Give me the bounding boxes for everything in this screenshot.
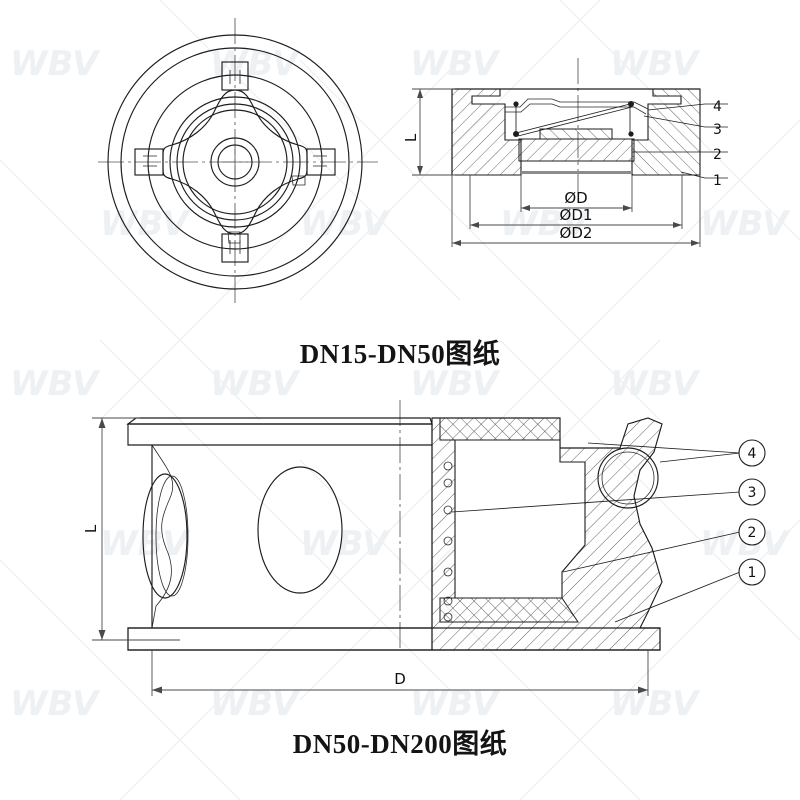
plan-slot-west-ticks: [143, 155, 157, 167]
section-small-body-left: [451, 88, 522, 176]
section-small-disc-boss: [539, 128, 613, 140]
section-large-barrel-bottom: [127, 627, 433, 651]
caption-dn50-dn200: DN50-DN200图纸: [292, 729, 508, 759]
section-large-port-left: [142, 473, 188, 599]
section-large-seat: [439, 597, 579, 623]
callout-label-3-large: 3: [748, 485, 757, 501]
section-small-pivot-left: [513, 131, 519, 137]
dimension-L-large: L: [82, 417, 180, 641]
front-plan-view: [98, 18, 378, 305]
section-large-port-center: [257, 466, 343, 594]
section-large-barrel-top: [127, 423, 433, 446]
dimension-label-OD1: ØD1: [560, 206, 593, 224]
dimension-label-L-large: L: [82, 524, 100, 533]
callout-label-1-small: 1: [713, 173, 722, 189]
dimension-label-D: D: [394, 670, 406, 688]
section-large-barrel-top-lip: [126, 417, 433, 425]
section-small-body-right: [631, 88, 701, 176]
callout-label-4-small: 4: [713, 99, 722, 115]
section-small-gasket: [521, 171, 632, 174]
section-small-pivot-top-left: [513, 101, 519, 107]
caption-dn15-dn50: DN15-DN50图纸: [299, 339, 501, 369]
dimension-label-OD: ØD: [564, 189, 587, 207]
section-large-barrel-body: [151, 445, 433, 628]
section-small-pivot-right: [628, 101, 634, 107]
callout-label-2-large: 2: [748, 525, 757, 541]
cross-section-dn15-dn50: L ØD ØD1: [402, 58, 728, 247]
callout-label-3-small: 3: [713, 122, 722, 138]
section-small-disc: [518, 138, 635, 162]
section-large-break-line: [151, 444, 174, 629]
dimension-label-OD2: ØD2: [560, 224, 593, 242]
dimension-label-L-small: L: [402, 133, 420, 142]
callout-label-4-large: 4: [748, 446, 757, 462]
section-large-seat-upper: [439, 417, 561, 441]
callout-label-2-small: 2: [713, 147, 722, 163]
section-large-port-left-inner: [155, 475, 189, 597]
callout-label-1-large: 1: [748, 565, 757, 581]
plan-slot-east-ticks: [313, 155, 327, 167]
dimension-L-small: L: [402, 88, 455, 176]
section-small-pivot-bot-right: [628, 131, 634, 137]
dimension-D-large: D: [151, 650, 649, 696]
cross-section-dn50-dn200: L D 4 3 2: [82, 400, 766, 696]
